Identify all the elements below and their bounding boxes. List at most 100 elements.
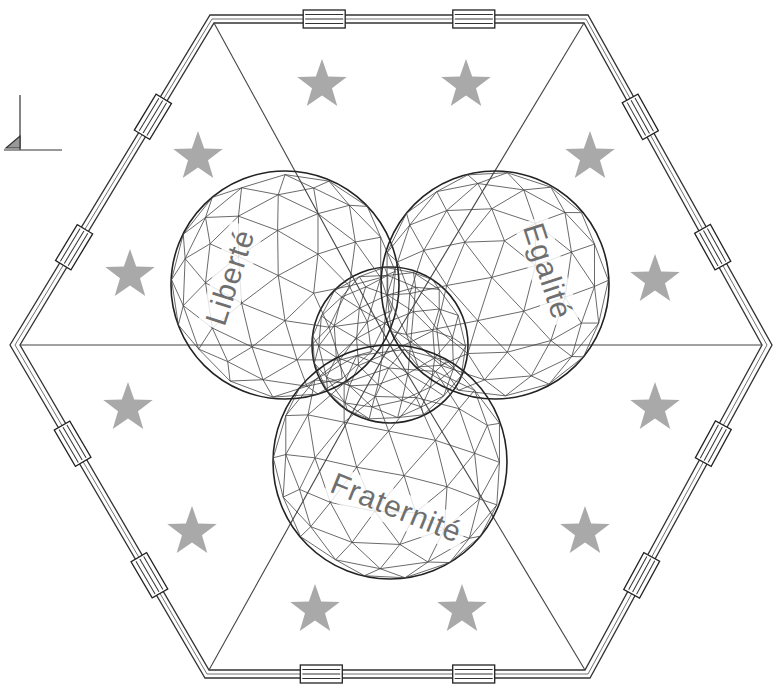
- dome-outline: [171, 171, 399, 399]
- mesh-strut: [480, 505, 496, 536]
- mesh-strut: [366, 275, 388, 287]
- mesh-strut: [492, 277, 524, 311]
- mesh-strut: [342, 297, 360, 308]
- mesh-strut: [183, 197, 212, 234]
- mesh-strut: [402, 374, 408, 401]
- mesh-strut: [172, 234, 184, 280]
- mesh-strut: [334, 326, 336, 358]
- mesh-strut: [349, 205, 380, 237]
- mesh-strut: [278, 195, 318, 214]
- mesh-strut: [283, 489, 299, 497]
- mesh-strut: [389, 350, 404, 368]
- dome-outline: [273, 345, 507, 579]
- mesh-strut: [465, 209, 492, 242]
- mesh-strut: [349, 286, 367, 322]
- mesh-strut: [321, 291, 334, 316]
- mesh-strut: [286, 414, 308, 416]
- mesh-strut: [410, 250, 424, 293]
- mesh-strut: [352, 542, 400, 544]
- star: [173, 131, 222, 178]
- mesh-strut: [285, 321, 297, 360]
- window: [134, 94, 171, 139]
- mesh-strut: [183, 217, 205, 234]
- dome-circle: Egalité: [380, 170, 610, 400]
- mesh-strut: [286, 415, 308, 455]
- mesh-strut: [581, 286, 594, 323]
- mesh-strut: [380, 544, 400, 568]
- mesh-strut: [344, 422, 357, 467]
- mesh-strut: [344, 396, 375, 422]
- mesh-strut: [357, 338, 359, 365]
- mesh-strut: [334, 291, 341, 297]
- mesh-strut: [406, 294, 409, 335]
- mesh-strut: [252, 347, 297, 360]
- mesh-strut: [352, 542, 380, 568]
- mesh-strut: [392, 271, 396, 310]
- mesh-strut: [487, 423, 499, 425]
- window: [303, 10, 345, 28]
- mesh-strut: [524, 187, 551, 190]
- mesh-strut: [286, 455, 315, 458]
- mesh-strut: [183, 283, 205, 306]
- mesh-strut: [411, 312, 414, 342]
- dome-outline: [381, 171, 609, 399]
- mesh-strut: [380, 562, 428, 569]
- star: [103, 382, 152, 429]
- mesh-strut: [389, 368, 417, 398]
- mesh-strut: [357, 350, 404, 356]
- mesh-strut: [406, 329, 436, 335]
- mesh-strut: [435, 440, 474, 453]
- mesh-strut: [349, 242, 355, 286]
- mesh-strut: [300, 458, 315, 490]
- mesh-strut: [172, 280, 184, 306]
- mesh-strut: [319, 346, 337, 357]
- mesh-strut: [551, 341, 572, 357]
- mesh-strut: [505, 376, 531, 396]
- window: [622, 94, 658, 139]
- mesh-strut: [273, 416, 286, 458]
- geodesic-mesh: [172, 175, 396, 397]
- mesh-strut: [487, 425, 499, 462]
- star: [560, 506, 609, 553]
- mesh-strut: [416, 398, 435, 441]
- mesh-strut: [283, 497, 300, 536]
- mesh-strut: [387, 295, 406, 334]
- mesh-strut: [349, 278, 380, 286]
- mesh-strut: [345, 403, 369, 419]
- mesh-strut: [485, 376, 532, 380]
- mesh-strut: [437, 329, 441, 366]
- division-lines: [20, 23, 762, 670]
- mesh-strut: [549, 357, 583, 384]
- mesh-strut: [447, 286, 478, 321]
- dome-drawing: [272, 344, 508, 580]
- mesh-strut: [428, 562, 450, 564]
- mesh-strut: [263, 380, 273, 397]
- mesh-strut: [478, 311, 524, 320]
- mesh-strut: [405, 563, 450, 578]
- mesh-strut: [439, 289, 458, 315]
- mesh-strut: [581, 213, 594, 244]
- mesh-strut: [424, 211, 447, 251]
- mesh-strut: [367, 206, 380, 237]
- mesh-strut: [278, 175, 285, 195]
- mesh-strut: [413, 309, 439, 312]
- dome-drawing: [380, 170, 610, 400]
- mesh-strut: [278, 254, 318, 275]
- mesh-strut: [308, 383, 344, 415]
- mesh-strut: [228, 347, 252, 362]
- mesh-strut: [413, 273, 439, 290]
- mesh-strut: [329, 322, 367, 327]
- star: [630, 382, 679, 429]
- mesh-strut: [297, 360, 307, 386]
- mesh-strut: [595, 286, 599, 323]
- mesh-strut: [300, 527, 310, 537]
- mesh-strut: [595, 280, 609, 286]
- geodesic-mesh: [273, 350, 499, 578]
- mesh-strut: [355, 237, 380, 242]
- mesh-strut: [329, 286, 349, 327]
- mesh-strut: [599, 280, 609, 323]
- mesh-strut: [447, 211, 465, 243]
- mesh-strut: [314, 254, 318, 293]
- mesh-strut: [430, 358, 434, 387]
- mesh-strut: [549, 356, 572, 384]
